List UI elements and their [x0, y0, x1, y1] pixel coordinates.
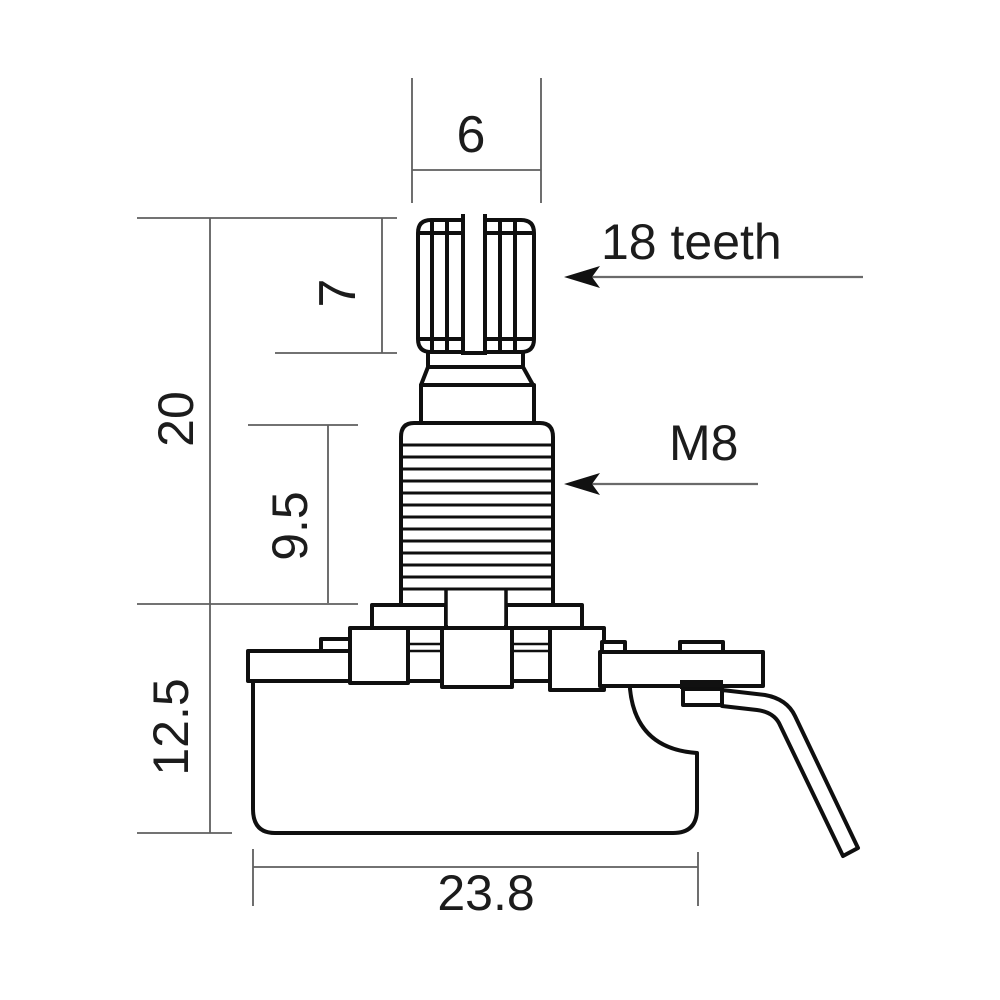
split-shaft-slot — [461, 214, 487, 355]
arrowhead-left-icon — [564, 473, 600, 495]
cover-ear-left — [246, 649, 352, 683]
pot-body — [251, 679, 699, 835]
arrowhead-left-icon — [564, 266, 600, 288]
dim-shaft-length-label: 20 — [148, 391, 204, 447]
dim-knurl-length-lines — [275, 218, 397, 354]
callout-m8-label: M8 — [669, 415, 738, 471]
terminal-strip — [720, 688, 860, 858]
stem-sides — [444, 590, 508, 629]
dim-bushing-length-label: 9.5 — [262, 491, 318, 561]
callout-arrows — [564, 266, 863, 495]
flange-left — [370, 603, 448, 630]
cover-step-right — [548, 626, 606, 692]
thread-lines — [403, 443, 551, 591]
flange-right — [504, 603, 584, 630]
dim-body-width-lines — [252, 849, 699, 906]
arrow-18-teeth — [564, 266, 863, 288]
dimension-labels: 6 7 20 9.5 12.5 23.8 18 teeth M8 — [143, 106, 782, 921]
dim-shaft-tip-width-label: 6 — [457, 106, 486, 164]
dim-body-height-label: 12.5 — [143, 678, 199, 775]
slot-gap — [461, 212, 487, 353]
dim-shaft-tip-width-lines — [411, 78, 542, 203]
cover-center-plate — [440, 626, 514, 689]
lug-crimp — [680, 680, 723, 689]
shaft-cone — [419, 365, 535, 387]
dimension-lines — [137, 78, 699, 906]
cover-step-left — [348, 626, 410, 685]
arrow-m8 — [564, 473, 758, 495]
potentiometer-part — [246, 212, 860, 858]
dim-bushing-length-lines — [248, 424, 358, 603]
shaft-neck — [419, 383, 536, 425]
knurl-teeth-lines — [430, 221, 517, 351]
dim-knurl-length-label: 7 — [309, 279, 367, 308]
solder-lug — [681, 687, 724, 707]
cover-seam-lines — [408, 642, 550, 653]
callout-18-teeth-label: 18 teeth — [601, 214, 782, 270]
dim-body-width-label: 23.8 — [437, 865, 534, 921]
stem-gap — [447, 592, 505, 625]
